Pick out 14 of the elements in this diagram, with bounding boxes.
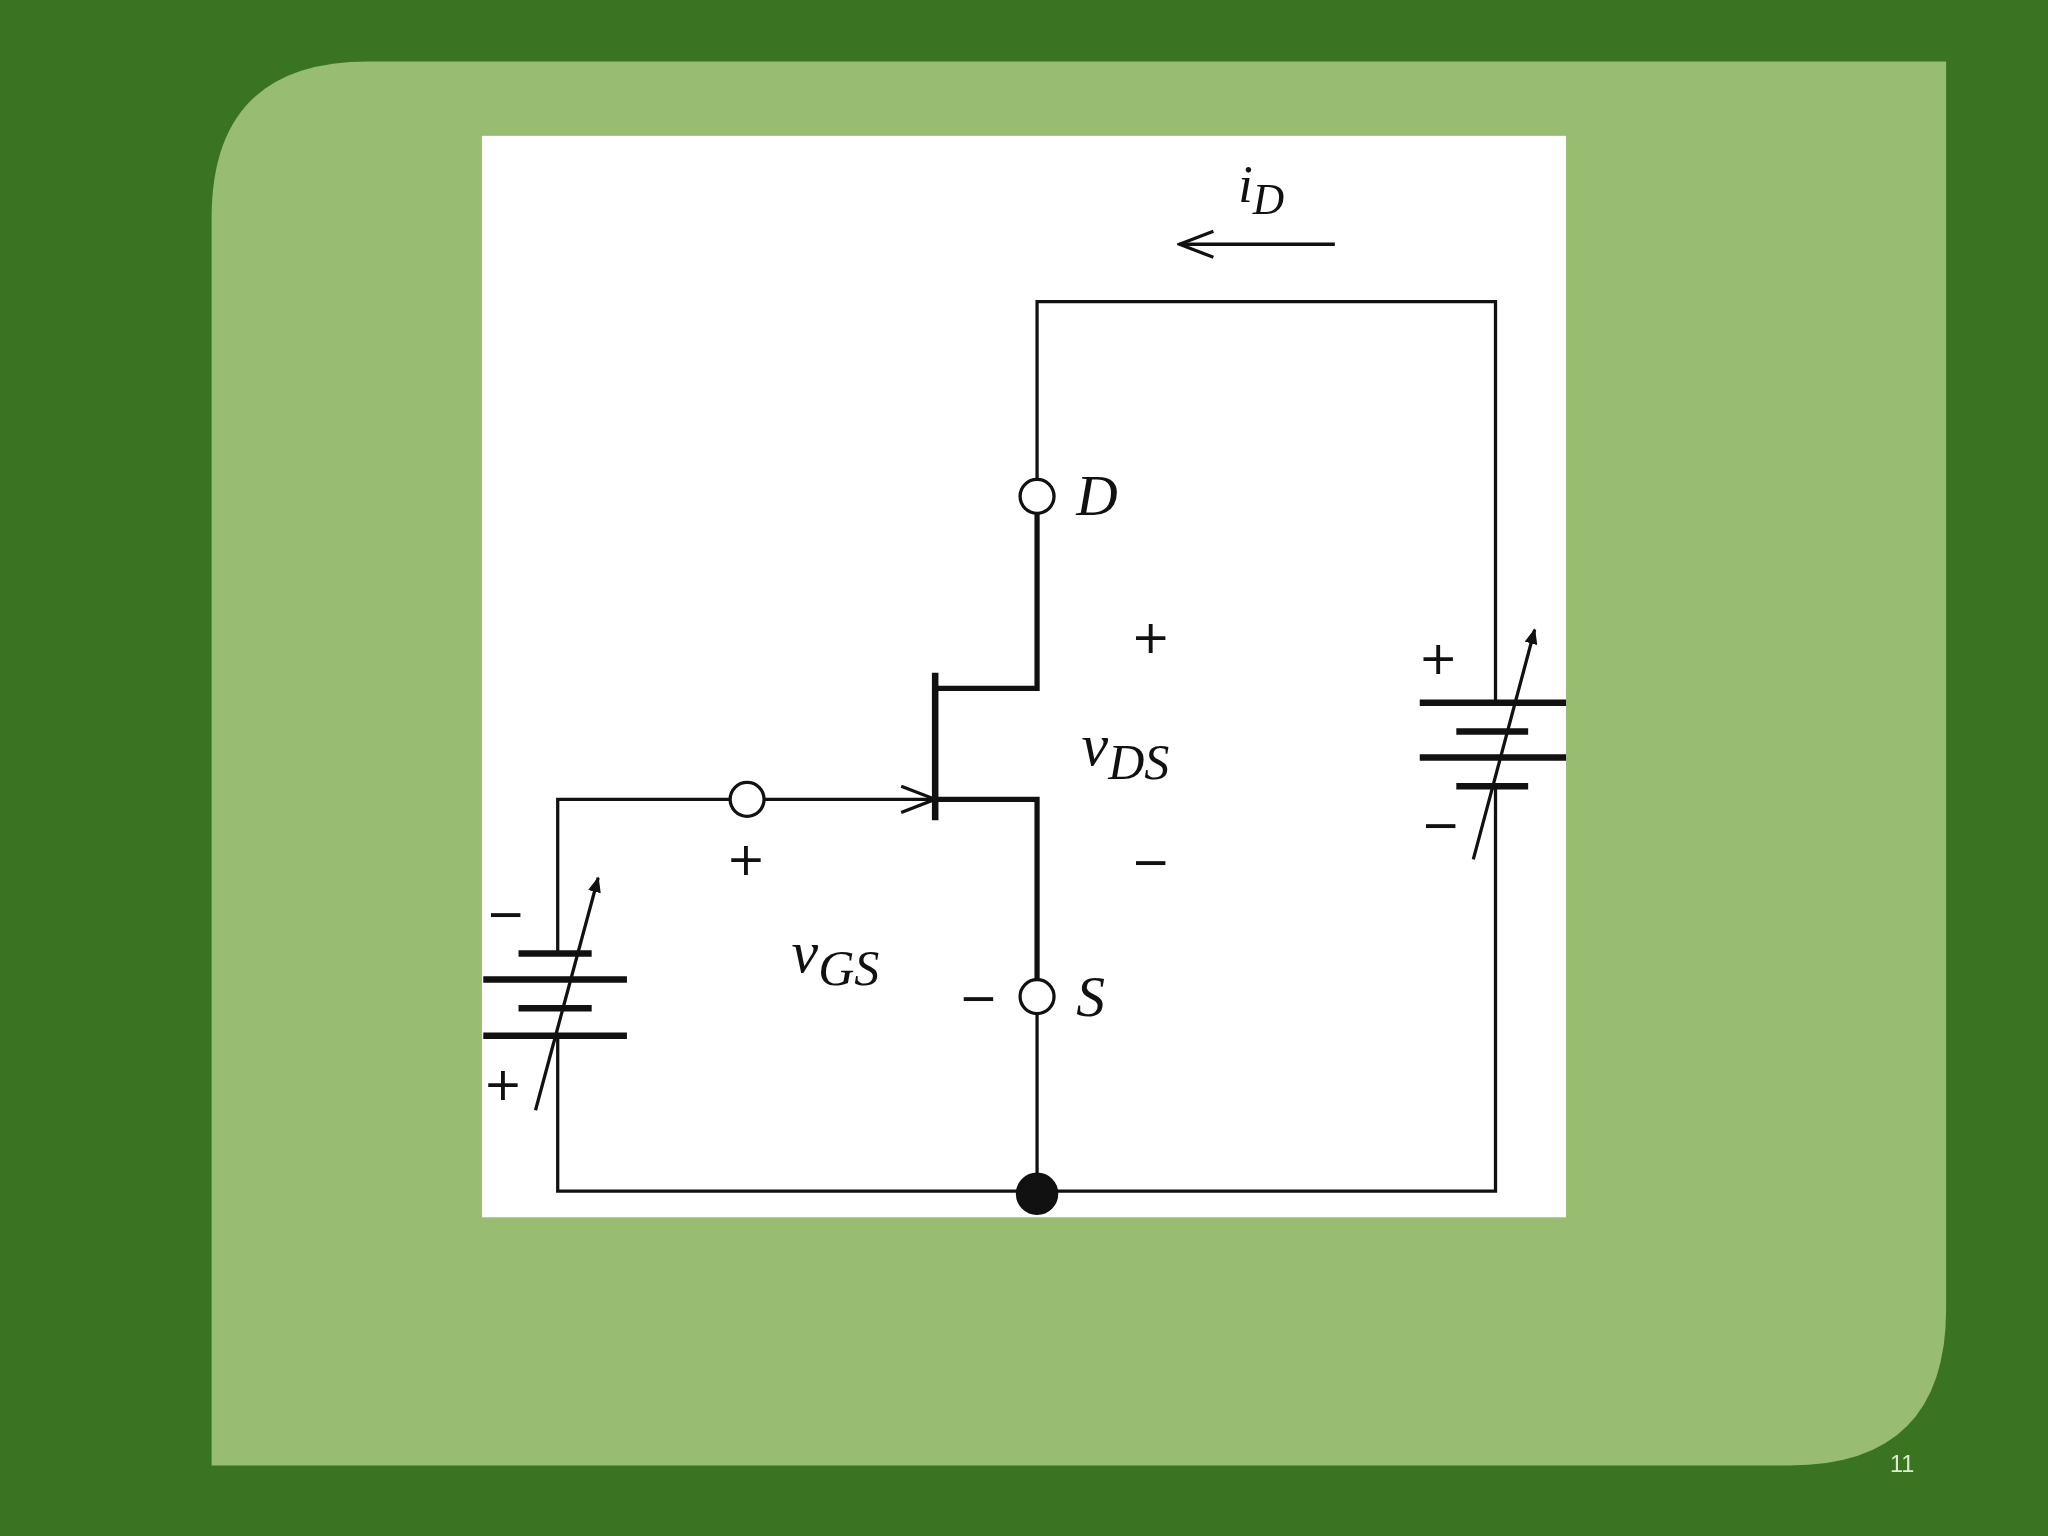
polarity-sign: − (1421, 801, 1461, 849)
terminal-label: S (1076, 969, 1105, 1027)
polarity-sign: + (726, 835, 766, 883)
polarity-sign: − (958, 974, 999, 1022)
current-label: i$_{D}$ (1238, 159, 1285, 222)
voltage-label: v$_{GS}$ (791, 922, 880, 994)
polarity-sign: − (1131, 838, 1171, 886)
voltage-label: v$_{DS}$ (1081, 715, 1170, 787)
terminal-label: D (1076, 467, 1118, 526)
polarity-sign: − (485, 890, 526, 938)
polarity-sign: + (1418, 634, 1458, 682)
polarity-sign: + (1131, 613, 1171, 661)
polarity-sign: + (483, 1060, 523, 1108)
page-number: 11 (1889, 1452, 1915, 1476)
